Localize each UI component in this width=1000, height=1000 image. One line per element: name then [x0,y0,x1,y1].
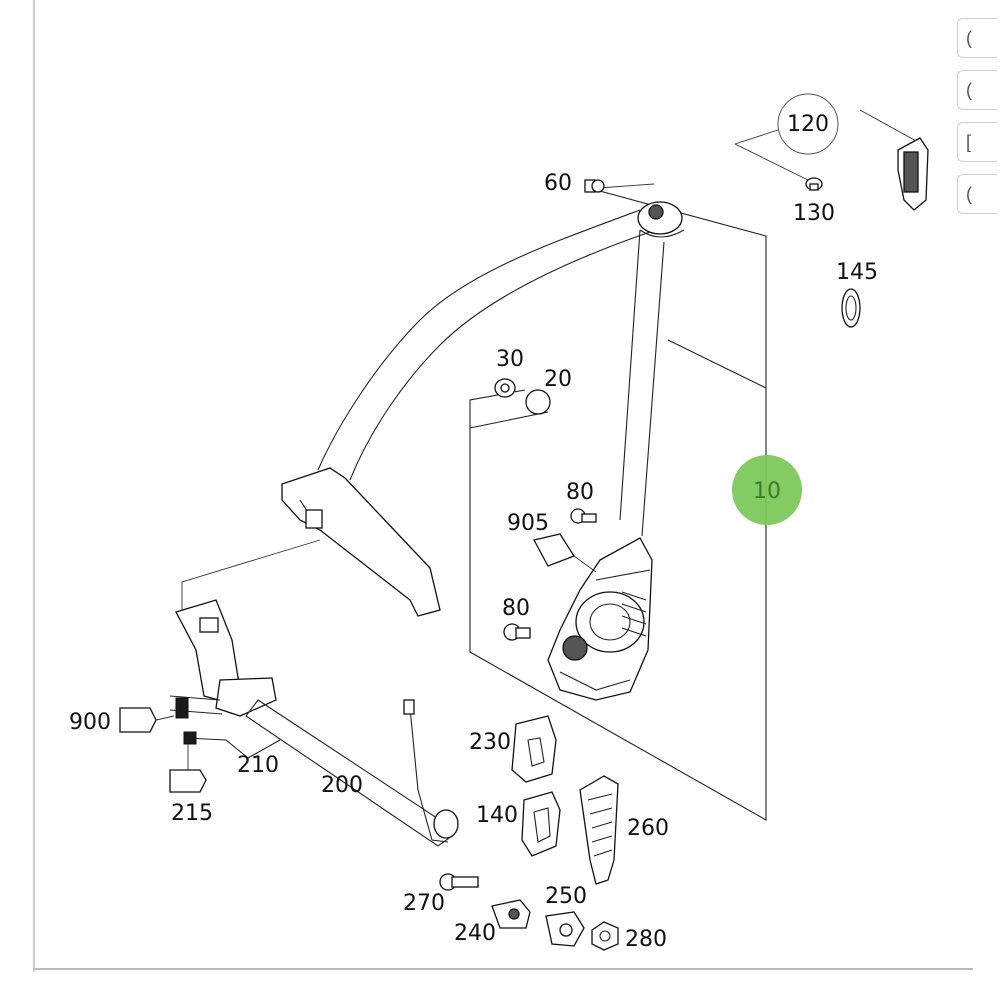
side-tab-3-label: [ [966,132,972,152]
assembly-outline [469,189,767,821]
side-tab-4-label: ( [966,184,972,204]
label-20[interactable]: 20 [544,367,572,392]
label-60[interactable]: 60 [544,171,572,196]
harness-210-icon [183,731,281,770]
bracket-240-icon [491,899,531,929]
leader-905 [573,555,597,573]
belt-retractor-icon [547,537,653,701]
side-tab-2-label: ( [966,80,972,100]
content-frame-left-border [33,0,35,972]
d-ring-anchor [637,201,685,238]
bolt-80b-icon [503,623,531,641]
clip-130-icon [805,177,823,191]
hotspot-10-circle[interactable] [732,455,802,525]
anchor-250-icon [545,911,585,947]
label-280[interactable]: 280 [625,927,667,952]
label-30[interactable]: 30 [496,347,524,372]
side-tab-1-label: ( [966,28,972,48]
label-80-upper[interactable]: 80 [566,480,594,505]
label-260[interactable]: 260 [627,816,669,841]
washer-30-icon [494,378,516,398]
hotspot-10-label[interactable]: 10 [753,479,781,504]
bolt-60-icon [584,179,605,193]
label-900[interactable]: 900 [69,710,111,735]
side-tab-2[interactable]: ( [957,70,997,110]
label-80-lower[interactable]: 80 [502,596,530,621]
grip-260-icon [579,775,619,885]
label-200[interactable]: 200 [321,773,363,798]
label-140[interactable]: 140 [476,803,518,828]
bolt-80a-icon [570,508,597,524]
cover-140-icon [521,791,561,857]
belt-webbing-shoulder [317,209,665,537]
label-270[interactable]: 270 [403,891,445,916]
label-210[interactable]: 210 [237,753,279,778]
hotspot-10[interactable]: 10 [732,455,802,525]
connector-900-icon [119,707,175,733]
side-tab-1[interactable]: ( [957,18,997,58]
tensioner-200-icon [245,699,459,847]
cap-20-icon [525,389,551,415]
bolt-270-icon [439,873,479,891]
buckle-assembly-icon [169,599,277,719]
label-250[interactable]: 250 [545,884,587,909]
trim-230-icon [511,715,557,783]
label-130[interactable]: 130 [793,201,835,226]
label-145[interactable]: 145 [836,260,878,285]
label-905-icon [533,533,575,567]
callout-120-circle[interactable] [777,93,839,155]
label-230[interactable]: 230 [469,730,511,755]
label-240[interactable]: 240 [454,921,496,946]
label-215[interactable]: 215 [171,801,213,826]
leader-buckle [181,539,321,614]
label-120[interactable]: 120 [787,112,829,137]
content-frame-bottom-border [33,968,973,970]
side-tab-4[interactable]: ( [957,174,997,214]
leader-120 [734,109,919,181]
side-tab-3[interactable]: [ [957,122,997,162]
connector-215-icon [169,769,207,793]
nut-280-icon [591,921,619,951]
lap-belt-guide [281,467,441,617]
cover-145-icon [841,288,861,328]
label-905[interactable]: 905 [507,511,549,536]
bracket-120-icon [897,137,929,211]
leader-60 [597,183,655,189]
